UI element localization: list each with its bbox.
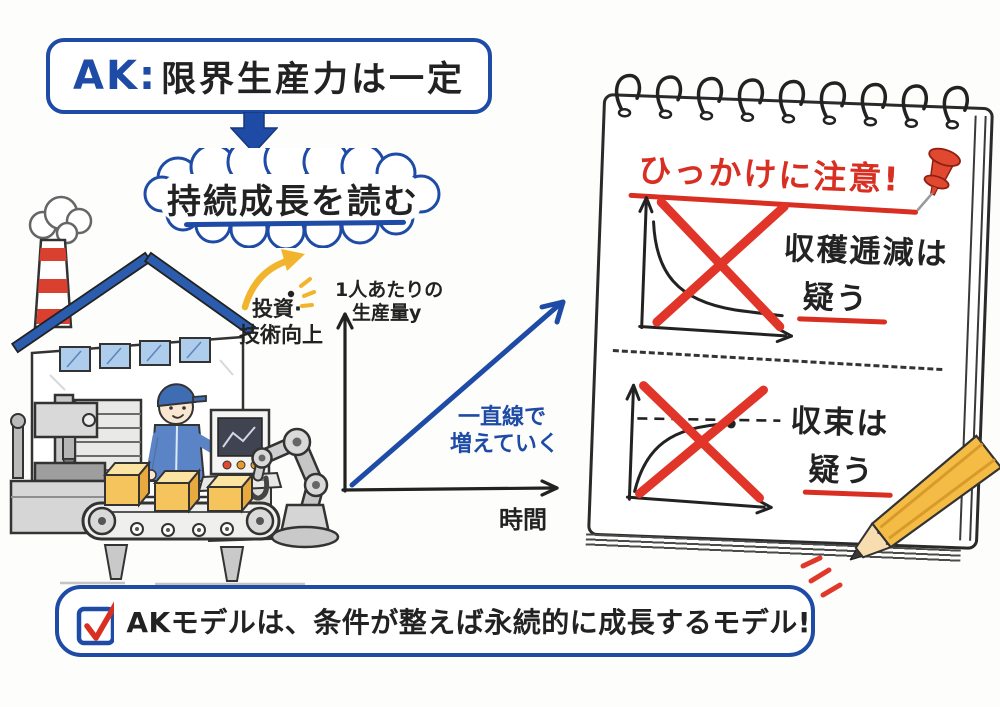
- x-axis-label: 時間: [499, 506, 547, 534]
- cloud-bubble: [143, 148, 441, 248]
- investment-arrow-icon: [241, 249, 316, 311]
- chart-annotation-line1: 一直線で: [458, 405, 547, 430]
- spiral-rings-icon: [613, 73, 970, 131]
- notebook-item2-label: 収束は: [789, 403, 890, 443]
- notebook-item2-verdict: 疑う: [807, 451, 876, 491]
- factory-roof: [10, 251, 257, 354]
- growth-line: [349, 299, 566, 488]
- factory-illustration: [9, 195, 340, 585]
- down-arrow-icon: [230, 112, 278, 154]
- notebook-item1-verdict: 疑う: [802, 279, 870, 318]
- title-box: AK: 限界生産力は一定: [46, 38, 492, 114]
- title-text: 限界生産力は一定: [160, 59, 465, 100]
- pushpin-icon: [916, 147, 961, 211]
- growth-chart: [336, 299, 566, 497]
- diminishing-returns-chart: [638, 196, 793, 344]
- summary-text: AKモデルは、条件が整えば永続的に成長するモデル!: [126, 606, 811, 639]
- y-axis-label-line1: 1人あたりの: [335, 279, 444, 301]
- chart-annotation-line2: 増えていく: [450, 432, 559, 457]
- cardboard-boxes: [102, 460, 255, 514]
- cloud-text: 持続成長を読む: [167, 182, 419, 222]
- smoke-icon: [28, 195, 93, 245]
- checkbox-icon: [76, 600, 115, 646]
- notebook-item2-underline: [802, 489, 893, 498]
- title-highlight: AK:: [73, 53, 157, 99]
- investment-label-line1: 投資·: [252, 297, 302, 321]
- investment-label-line2: 技術向上: [239, 323, 323, 347]
- pencil-icon: [836, 433, 1000, 577]
- red-cross-icon: [652, 197, 789, 332]
- conveyor-belt: [60, 501, 305, 585]
- y-axis-label-line2: 生産量y: [352, 302, 422, 324]
- red-cross-icon: [635, 381, 768, 503]
- notebook-item1-label: 収穫逓減は: [783, 230, 950, 273]
- factory-windows: [59, 337, 211, 372]
- notebook: ひっかけに注意! 収穫逓減は 疑う: [585, 73, 994, 563]
- convergence-chart: [625, 381, 781, 515]
- emphasis-marks-icon: [800, 555, 843, 598]
- summary-banner: AKモデルは、条件が整えば永続的に成長するモデル!: [55, 585, 815, 657]
